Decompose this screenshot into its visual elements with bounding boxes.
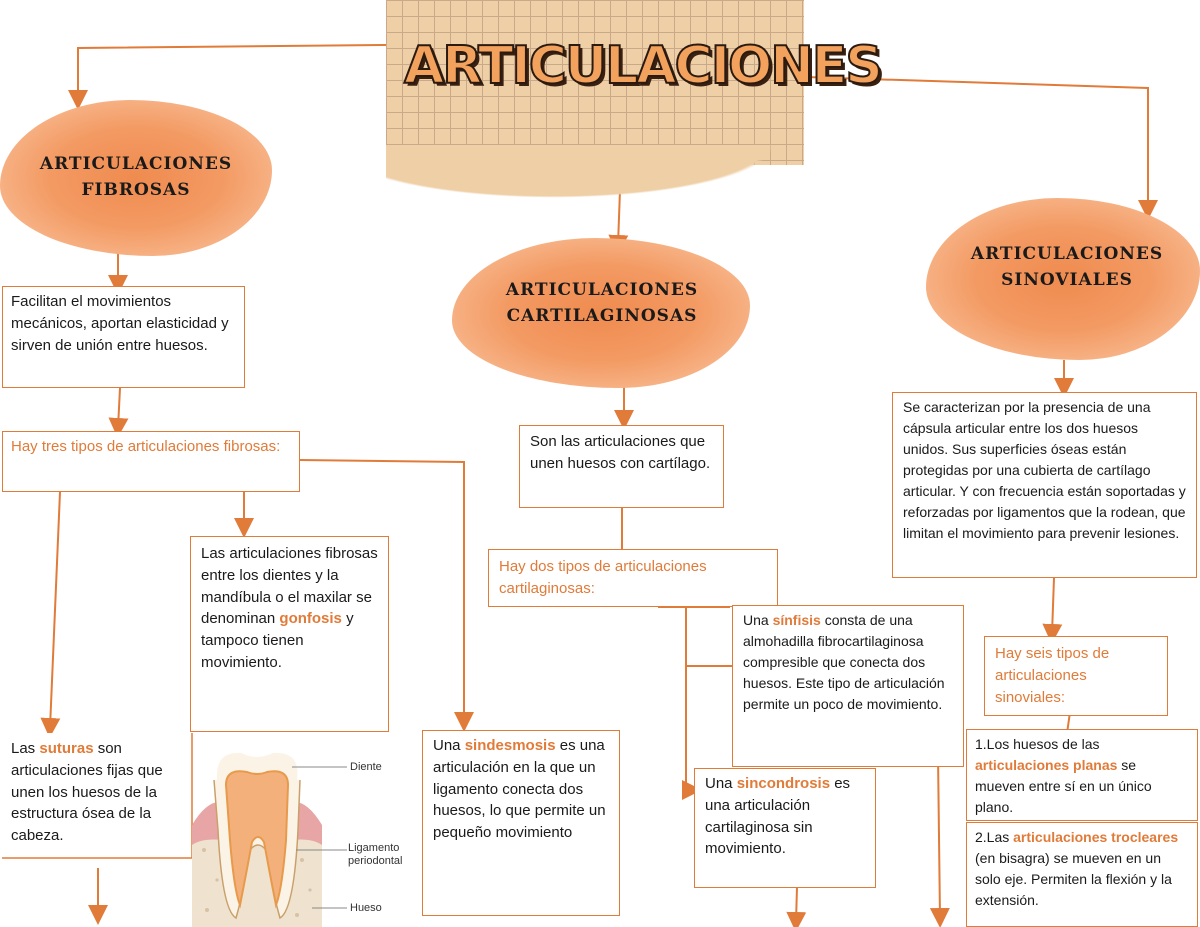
sinoviales-description: Se caracterizan por la presencia de una … <box>903 399 1186 541</box>
sinoviales-types-heading: Hay seis tipos de articulaciones sinovia… <box>995 645 1110 706</box>
planas-box: 1.Los huesos de las articulaciones plana… <box>966 729 1198 821</box>
sinoviales-types-box: Hay seis tipos de articulaciones sinovia… <box>984 636 1168 716</box>
sincondrosis-term: sincondrosis <box>736 775 831 792</box>
label-diente: Diente <box>350 761 382 773</box>
gonfosis-text-post: y tampoco tienen movimiento. <box>201 610 354 671</box>
fibrosas-heading-line2: FIBROSAS <box>81 179 191 200</box>
trocleares-text-pre: 2.Las <box>975 829 1014 845</box>
suturas-text-pre: Las <box>11 740 40 757</box>
cartilaginosas-heading-line2: CARTILAGINOSAS <box>506 305 698 326</box>
sinfisis-box: Una sínfisis consta de una almohadilla f… <box>732 605 964 767</box>
fibrosas-description-box: Facilitan el movimientos mecánicos, apor… <box>2 286 245 388</box>
sinoviales-heading-line2: SINOVIALES <box>1001 269 1133 290</box>
sindesmosis-box: Una sindesmosis es una articulación en l… <box>422 730 620 916</box>
sincondrosis-box: Una sincondrosis es una articulación car… <box>694 768 876 888</box>
cartilaginosas-heading: ARTICULACIONES CARTILAGINOSAS <box>462 278 742 329</box>
sinfisis-term: sínfisis <box>772 612 821 628</box>
cartilaginosas-types-heading: Hay dos tipos de articulaciones cartilag… <box>499 558 707 597</box>
cartilaginosas-description: Son las articulaciones que unen huesos c… <box>530 433 711 472</box>
gonfosis-term: gonfosis <box>279 610 342 628</box>
cartilaginosas-description-box: Son las articulaciones que unen huesos c… <box>519 425 724 508</box>
fibrosas-description: Facilitan el movimientos mecánicos, apor… <box>11 293 229 354</box>
cartilaginosas-types-box: Hay dos tipos de articulaciones cartilag… <box>488 549 778 607</box>
sincondrosis-text-pre: Una <box>705 775 737 792</box>
tooth-diagram <box>192 746 347 927</box>
sinoviales-heading-line1: ARTICULACIONES <box>970 244 1164 264</box>
suturas-text-post: son articulaciones fijas que unen los hu… <box>11 740 163 844</box>
fibrosas-blob <box>0 100 272 256</box>
fibrosas-heading-line1: ARTICULACIONES <box>39 154 233 174</box>
sinoviales-heading: ARTICULACIONES SINOVIALES <box>940 242 1194 293</box>
cartilaginosas-heading-line1: ARTICULACIONES <box>505 280 699 300</box>
sinfisis-text-post: consta de una almohadilla fibrocartilagi… <box>743 612 945 712</box>
sindesmosis-text-post: es una articulación en la que un ligamen… <box>433 737 606 841</box>
fibrosas-heading: ARTICULACIONES FIBROSAS <box>10 152 262 203</box>
gonfosis-text-pre: Las articulaciones fibrosas entre los di… <box>201 545 378 628</box>
trocleares-box: 2.Las articulaciones trocleares (en bisa… <box>966 822 1198 927</box>
sinfisis-text-pre: Una <box>743 612 773 628</box>
trocleares-term: articulaciones trocleares <box>1013 829 1179 845</box>
tooth-pulp <box>224 770 290 909</box>
gonfosis-box: Las articulaciones fibrosas entre los di… <box>190 536 389 732</box>
sindesmosis-text-pre: Una <box>433 737 465 754</box>
suturas-term: suturas <box>39 740 94 757</box>
sinoviales-description-box: Se caracterizan por la presencia de una … <box>892 392 1197 578</box>
title-paper-card <box>386 0 804 205</box>
tooth-enamel <box>210 746 304 781</box>
sinoviales-blob <box>926 198 1200 360</box>
sindesmosis-term: sindesmosis <box>464 737 556 754</box>
sincondrosis-text-post: es una articulación cartilaginosa sin mo… <box>705 775 851 858</box>
label-ligamento: Ligamento periodontal <box>348 842 403 868</box>
suturas-box: Las suturas son articulaciones fijas que… <box>2 733 192 858</box>
fibrosas-types-box: Hay tres tipos de articulaciones fibrosa… <box>2 431 300 492</box>
fibrosas-types-heading: Hay tres tipos de articulaciones fibrosa… <box>11 438 281 455</box>
trocleares-text-post: (en bisagra) se mueven en un solo eje. P… <box>975 850 1172 908</box>
planas-text-post: se mueven entre sí en un único plano. <box>975 757 1152 815</box>
gum-left <box>192 801 222 845</box>
label-hueso: Hueso <box>350 902 382 914</box>
gum-right <box>292 801 322 845</box>
planas-term: articulaciones planas <box>975 757 1118 773</box>
planas-text-pre: 1.Los huesos de las <box>975 736 1100 752</box>
cartilaginosas-blob <box>452 238 750 388</box>
